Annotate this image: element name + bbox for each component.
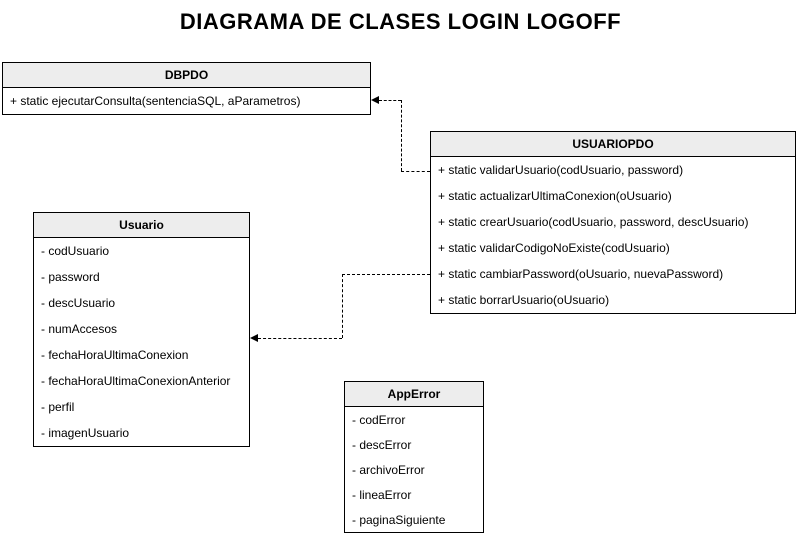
relation-usuariopdo-dbpdo-segment: [401, 171, 430, 172]
diagram-title: DIAGRAMA DE CLASES LOGIN LOGOFF: [179, 9, 622, 34]
class-member: - codUsuario: [41, 244, 110, 258]
class-member: - password: [41, 270, 100, 284]
class-name-dbpdo: DBPDO: [3, 63, 370, 88]
class-member: - archivoError: [352, 462, 425, 477]
class-members-usuariopdo: + static validarUsuario(codUsuario, pass…: [431, 157, 795, 313]
class-member: - fechaHoraUltimaConexion: [41, 348, 189, 362]
class-members-usuario: - codUsuario - password - descUsuario - num…: [34, 238, 249, 446]
relation-usuariopdo-usuario-segment: [258, 338, 342, 339]
arrowhead-left-icon: [250, 334, 258, 342]
class-member: - lineaError: [352, 487, 412, 502]
relation-usuariopdo-dbpdo-segment: [379, 100, 401, 101]
class-member: - numAccesos: [41, 322, 118, 336]
class-box-apperror: AppError - codError - descError - archivoE…: [344, 381, 484, 533]
class-box-dbpdo: DBPDO + static ejecutarConsulta(sentenci…: [2, 62, 371, 115]
class-members-apperror: - codError - descError - archivoError - lin…: [345, 407, 483, 532]
class-member: - descError: [352, 437, 412, 452]
class-member: + static borrarUsuario(oUsuario): [438, 293, 610, 307]
class-member: - codError: [352, 412, 406, 427]
class-member: + static cambiarPassword(oUsuario, nueva…: [438, 267, 724, 281]
class-member: + static validarUsuario(codUsuario, pass…: [438, 163, 684, 177]
class-member: - fechaHoraUltimaConexionAnterior: [41, 374, 231, 388]
class-member: + static crearUsuario(codUsuario, passwo…: [438, 215, 749, 229]
class-member: + static ejecutarConsulta(sentenciaSQL, …: [10, 94, 301, 108]
class-member: + static validarCodigoNoExiste(codUsuari…: [438, 241, 670, 255]
class-member: - perfil: [41, 400, 75, 414]
class-member: - descUsuario: [41, 296, 116, 310]
relation-usuariopdo-dbpdo-segment: [401, 100, 402, 171]
arrowhead-left-icon: [371, 96, 379, 104]
class-name-apperror: AppError: [345, 382, 483, 407]
relation-usuariopdo-usuario-segment: [342, 274, 343, 338]
class-member: + static actualizarUltimaConexion(oUsuar…: [438, 189, 672, 203]
class-members-dbpdo: + static ejecutarConsulta(sentenciaSQL, …: [3, 88, 370, 114]
relation-usuariopdo-usuario-segment: [342, 274, 430, 275]
class-member: - paginaSiguiente: [352, 512, 446, 527]
class-name-usuario: Usuario: [34, 213, 249, 238]
class-box-usuariopdo: USUARIOPDO + static validarUsuario(codUs…: [430, 131, 796, 314]
class-member: - imagenUsuario: [41, 426, 130, 440]
class-name-usuariopdo: USUARIOPDO: [431, 132, 795, 157]
class-box-usuario: Usuario - codUsuario - password - descUsua…: [33, 212, 250, 447]
